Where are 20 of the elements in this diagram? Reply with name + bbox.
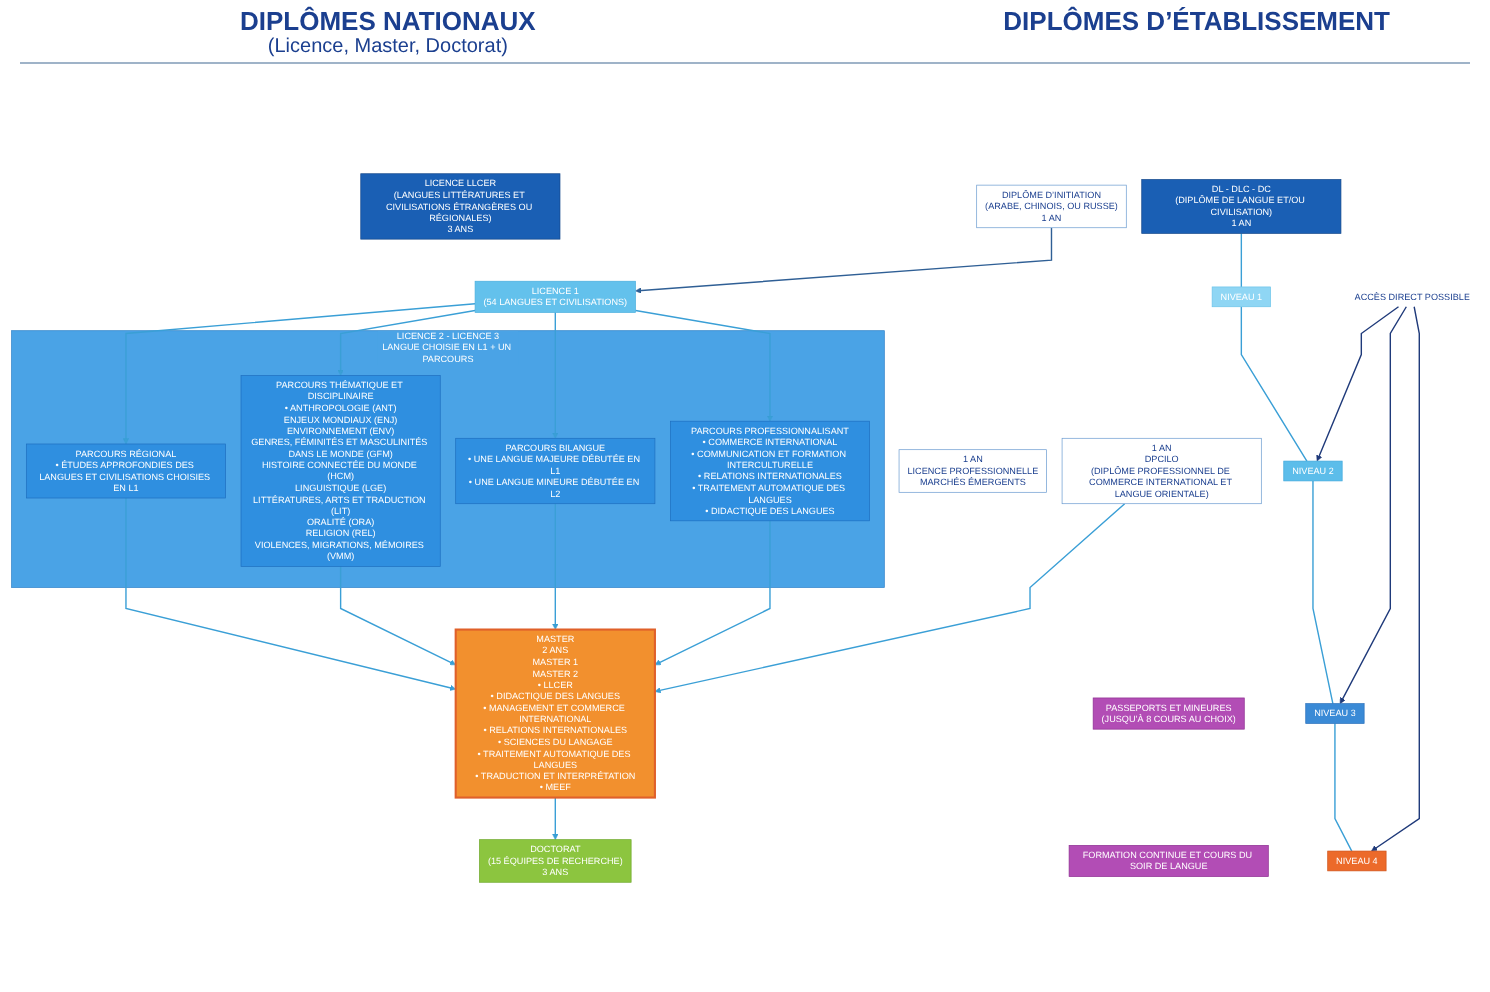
- arrow: [1316, 306, 1400, 462]
- arrow: [654, 503, 1126, 694]
- arrow: [552, 796, 559, 840]
- arrow: [654, 520, 771, 666]
- arrow: [1339, 306, 1408, 704]
- arrow: [552, 503, 559, 630]
- connector: [1312, 480, 1334, 705]
- section-subheading: (Licence, Master, Doctorat): [267, 36, 508, 58]
- connector: [1334, 722, 1353, 852]
- arrow: [337, 309, 476, 376]
- arrow: [122, 303, 476, 445]
- arrow: [635, 227, 1053, 294]
- section-heading: DIPLÔMES D’ÉTABLISSEMENT: [1003, 6, 1390, 36]
- arrow: [1371, 306, 1420, 852]
- connector: [1240, 306, 1308, 462]
- arrow: [125, 497, 456, 691]
- arrow: [634, 309, 774, 422]
- connector: [1240, 232, 1243, 288]
- section-heading: DIPLÔMES NATIONAUX: [240, 6, 536, 36]
- arrow: [339, 565, 456, 666]
